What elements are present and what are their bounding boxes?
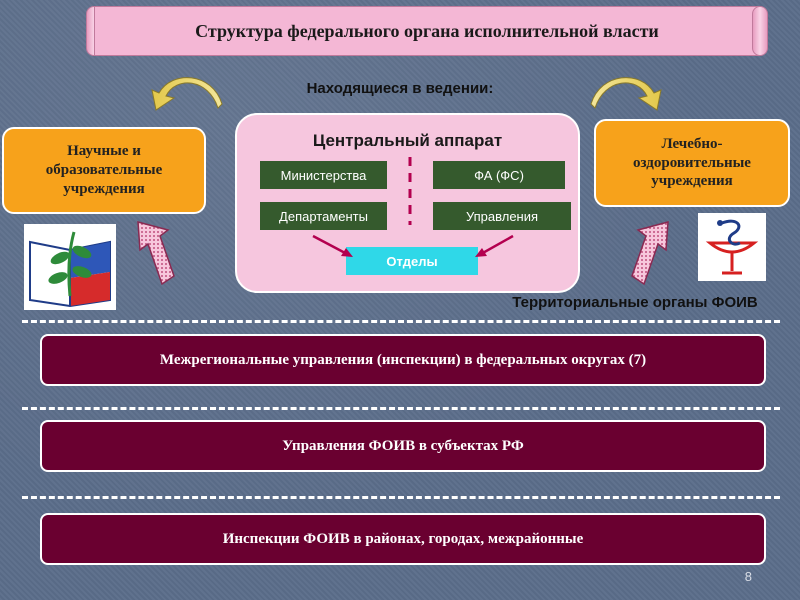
- fa-fs-box: ФА (ФС): [433, 161, 565, 189]
- separator-line-3: [22, 496, 780, 499]
- scientific-institutions-label: Научные и образовательные учреждения: [45, 143, 163, 197]
- curved-arrow-right-icon: [590, 77, 662, 111]
- scientific-institutions-box: Научные и образовательные учреждения: [2, 127, 206, 214]
- medical-bowl-snake-icon: [698, 213, 766, 281]
- subtitle: Находящиеся в ведении:: [306, 80, 494, 97]
- directorates-label: Управления: [465, 208, 539, 224]
- separator-line-2: [22, 407, 780, 410]
- level-band-subjects-label: Управления ФОИВ в субъектах РФ: [282, 437, 524, 454]
- ministries-label: Министерства: [280, 167, 367, 183]
- title-scroll-right-curl: [752, 6, 768, 56]
- divisions-box: Отделы: [346, 247, 478, 275]
- directorates-box: Управления: [433, 202, 571, 230]
- medical-institutions-label: Лечебно-оздоровительные учреждения: [633, 135, 751, 190]
- departments-label: Департаменты: [279, 208, 368, 224]
- ministries-box: Министерства: [260, 161, 387, 189]
- arrowhead-right: [475, 248, 487, 257]
- page-number: 8: [744, 569, 752, 584]
- up-arrow-left-icon: [137, 221, 175, 286]
- territorial-bodies-label: Территориальные органы ФОИВ: [512, 294, 758, 311]
- arrowhead-left: [341, 248, 353, 257]
- education-emblem-icon: [24, 224, 116, 310]
- slide-title-text: Структура федерального органа исполнител…: [195, 20, 659, 41]
- separator-line-1: [22, 320, 780, 323]
- level-band-subjects: Управления ФОИВ в субъектах РФ: [40, 420, 766, 472]
- curved-arrow-left-icon: [151, 77, 223, 111]
- up-arrow-right-icon: [631, 221, 669, 286]
- departments-box: Департаменты: [260, 202, 387, 230]
- central-connectors: [312, 157, 514, 257]
- level-band-districts-label: Инспекции ФОИВ в районах, городах, межра…: [222, 530, 584, 547]
- slide-title: Структура федерального органа исполнител…: [94, 6, 760, 56]
- divisions-label: Отделы: [386, 253, 438, 269]
- medical-institutions-box: Лечебно-оздоровительные учреждения: [594, 119, 790, 207]
- level-band-interregional-label: Межрегиональные управления (инспекции) в…: [159, 351, 647, 368]
- arrow-departments-to-divisions: [312, 234, 348, 256]
- level-band-districts: Инспекции ФОИВ в районах, городах, межра…: [40, 513, 766, 565]
- central-apparatus-title: Центральный аппарат: [312, 131, 503, 150]
- level-band-interregional: Межрегиональные управления (инспекции) в…: [40, 334, 766, 386]
- arrow-directorates-to-divisions: [480, 234, 514, 256]
- fa-fs-label: ФА (ФС): [474, 167, 524, 183]
